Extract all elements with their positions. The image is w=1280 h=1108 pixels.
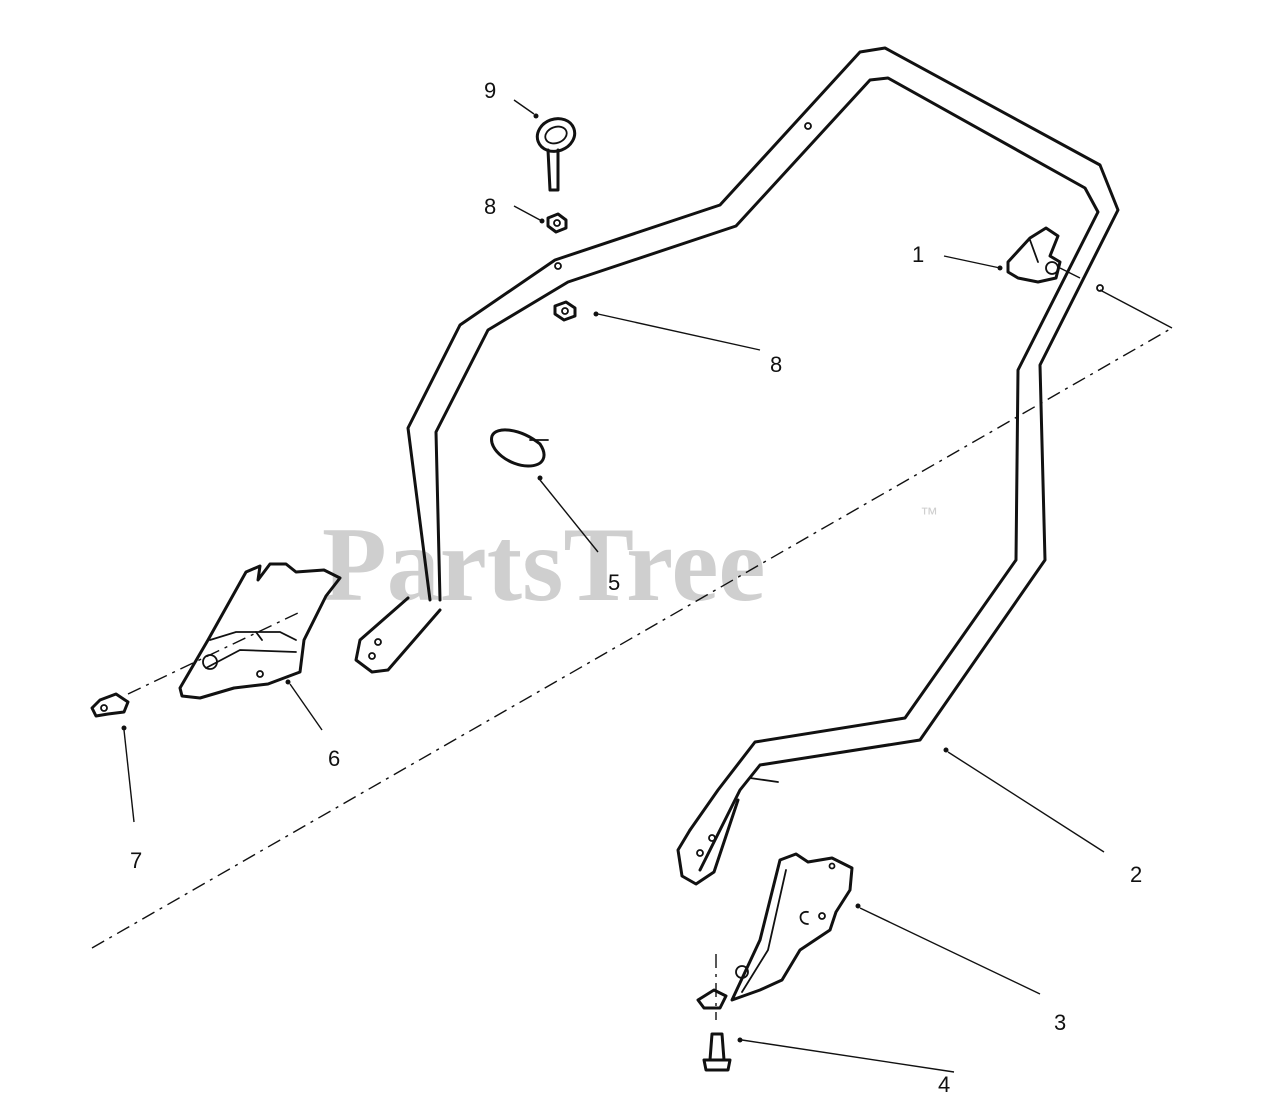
callout-9: 9 xyxy=(484,78,496,103)
handle-tube xyxy=(354,46,1120,886)
knob-clamp xyxy=(1006,226,1081,284)
eye-bolt xyxy=(535,117,577,192)
bolt xyxy=(702,1032,732,1072)
nut-lower xyxy=(553,300,577,322)
leader-lines xyxy=(121,99,1105,1073)
callout-2: 2 xyxy=(1130,862,1142,887)
watermark-brand: PartsTree xyxy=(322,506,765,623)
callout-8-upper: 8 xyxy=(484,194,496,219)
callout-3: 3 xyxy=(1054,1010,1066,1035)
nut-upper xyxy=(546,212,568,234)
right-bracket xyxy=(696,852,854,1010)
callout-1: 1 xyxy=(912,242,924,267)
left-bracket xyxy=(178,562,342,700)
callout-4: 4 xyxy=(938,1072,950,1097)
callout-7: 7 xyxy=(130,848,142,873)
spring-clip xyxy=(490,428,549,468)
callout-5: 5 xyxy=(608,570,620,595)
callout-8-lower: 8 xyxy=(770,352,782,377)
left-clip xyxy=(90,692,130,718)
axis-branch-line xyxy=(1099,289,1173,329)
callout-6: 6 xyxy=(328,746,340,771)
watermark-trademark: ™ xyxy=(920,504,938,524)
left-clip-axis xyxy=(127,611,301,695)
center-axis-line xyxy=(91,327,1173,949)
callout-labels: 1 2 3 4 5 6 7 8 8 9 xyxy=(130,78,1142,1097)
